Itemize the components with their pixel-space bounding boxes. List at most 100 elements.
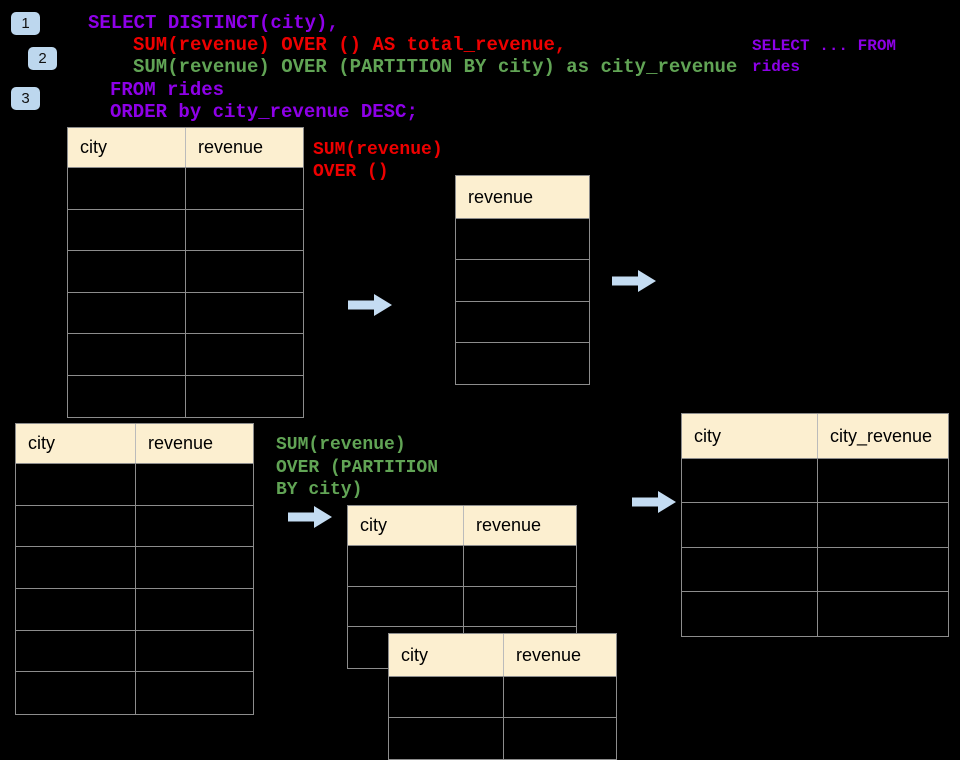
- source-table-top: city revenue: [67, 127, 304, 418]
- table-row: [456, 260, 589, 302]
- table-row: [456, 302, 589, 343]
- flow-arrow-right-icon: [612, 270, 656, 292]
- table-row: [456, 343, 589, 384]
- table-cell-empty: [456, 260, 589, 300]
- table-cell-empty: [136, 464, 253, 505]
- table-cell-empty: [464, 546, 576, 586]
- column-header-revenue: revenue: [198, 137, 264, 157]
- table-row: [389, 677, 616, 718]
- table-cell-empty: [68, 375, 186, 417]
- column-header-city-revenue: city_revenue: [830, 425, 933, 446]
- table-header-row: city revenue: [389, 634, 616, 677]
- sql-line-sum-partition: SUM(revenue) OVER (PARTITION BY city) as…: [133, 56, 738, 78]
- table-row: [348, 546, 576, 587]
- table-cell-empty: [136, 589, 253, 630]
- table-body: [16, 464, 253, 715]
- table-body: [682, 459, 948, 637]
- table-row: [16, 672, 253, 715]
- column-header-city: city: [348, 506, 464, 545]
- table-cell-empty: [136, 631, 253, 672]
- table-cell-empty: [348, 586, 464, 627]
- table-header-row: revenue: [456, 176, 589, 219]
- table-cell-empty: [68, 209, 186, 250]
- table-cell-empty: [136, 506, 253, 547]
- table-cell-empty: [456, 343, 589, 384]
- table-cell-empty: [186, 334, 303, 375]
- table-cell-empty: [16, 630, 136, 672]
- partition-table: city revenue: [347, 505, 577, 670]
- sql-line-select: SELECT DISTINCT(city),: [88, 12, 339, 34]
- table-header-row: city revenue: [68, 128, 303, 168]
- table-row: [68, 375, 303, 418]
- table-cell-empty: [818, 503, 948, 546]
- sql-line-sum-total: SUM(revenue) OVER () AS total_revenue,: [133, 34, 567, 56]
- step-badge-1: 1: [11, 12, 40, 35]
- table-cell-empty: [186, 168, 303, 209]
- total-revenue-table: revenue: [455, 175, 590, 386]
- step-badge-2: 2: [28, 47, 57, 70]
- table-cell-empty: [16, 672, 136, 715]
- flow-arrow-right-icon: [288, 506, 332, 528]
- table-row: [682, 503, 948, 548]
- column-header-revenue: revenue: [148, 433, 214, 453]
- total-annotation-line-1: SUM(revenue): [313, 140, 443, 160]
- table-cell-empty: [68, 292, 186, 333]
- table-body: [456, 219, 589, 384]
- table-row: [16, 589, 253, 631]
- table-cell-empty: [16, 505, 136, 547]
- table-cell-empty: [16, 547, 136, 589]
- partition-table-overlay: city revenue: [388, 633, 617, 760]
- column-header-city: city: [68, 128, 186, 167]
- table-cell-empty: [504, 718, 616, 759]
- table-row: [389, 718, 616, 759]
- table-cell-empty: [464, 587, 576, 627]
- table-row: [16, 630, 253, 673]
- step-badge-label: 2: [38, 50, 47, 67]
- table-cell-empty: [682, 503, 818, 547]
- table-row: [68, 292, 303, 334]
- step-badge-label: 3: [21, 90, 30, 107]
- table-cell-empty: [186, 210, 303, 251]
- table-cell-empty: [456, 219, 589, 259]
- total-annotation-line-2: OVER (): [313, 162, 389, 182]
- column-header-revenue: revenue: [468, 186, 534, 207]
- table-row: [682, 591, 948, 637]
- column-header-city: city: [682, 414, 818, 458]
- sql-window-function-slide: { "colors": { "bg": "#000000", "purple":…: [11, 12, 949, 760]
- source-table-bottom: city revenue: [15, 423, 254, 716]
- table-cell-empty: [682, 547, 818, 591]
- sql-line-order: ORDER by city_revenue DESC;: [110, 101, 418, 123]
- table-cell-empty: [16, 589, 136, 630]
- table-cell-empty: [186, 293, 303, 334]
- table-header-row: city city_revenue: [682, 414, 948, 459]
- table-cell-empty: [389, 718, 504, 759]
- table-cell-empty: [16, 464, 136, 505]
- table-cell-empty: [68, 251, 186, 292]
- table-cell-empty: [818, 548, 948, 591]
- table-cell-empty: [68, 168, 186, 209]
- table-cell-empty: [136, 547, 253, 588]
- table-row: [68, 334, 303, 376]
- table-row: [16, 547, 253, 590]
- sql-line-from: FROM rides: [110, 79, 225, 101]
- flow-arrow-right-icon: [348, 294, 392, 316]
- table-row: [68, 251, 303, 293]
- column-header-revenue: revenue: [476, 515, 542, 535]
- table-cell-empty: [186, 251, 303, 292]
- table-cell-empty: [456, 302, 589, 342]
- table-header-row: city revenue: [348, 506, 576, 546]
- table-row: [348, 586, 576, 628]
- partition-annotation-line-1: SUM(revenue): [276, 435, 406, 455]
- table-cell-empty: [186, 376, 303, 418]
- side-sql-line-1: SELECT ... FROM: [752, 37, 897, 55]
- table-row: [682, 547, 948, 592]
- column-header-city: city: [389, 634, 504, 676]
- table-cell-empty: [504, 677, 616, 717]
- table-row: [456, 219, 589, 261]
- table-cell-empty: [389, 677, 504, 717]
- table-cell-empty: [818, 592, 948, 636]
- table-row: [682, 459, 948, 504]
- table-cell-empty: [682, 591, 818, 637]
- table-row: [68, 209, 303, 251]
- table-cell-empty: [682, 459, 818, 503]
